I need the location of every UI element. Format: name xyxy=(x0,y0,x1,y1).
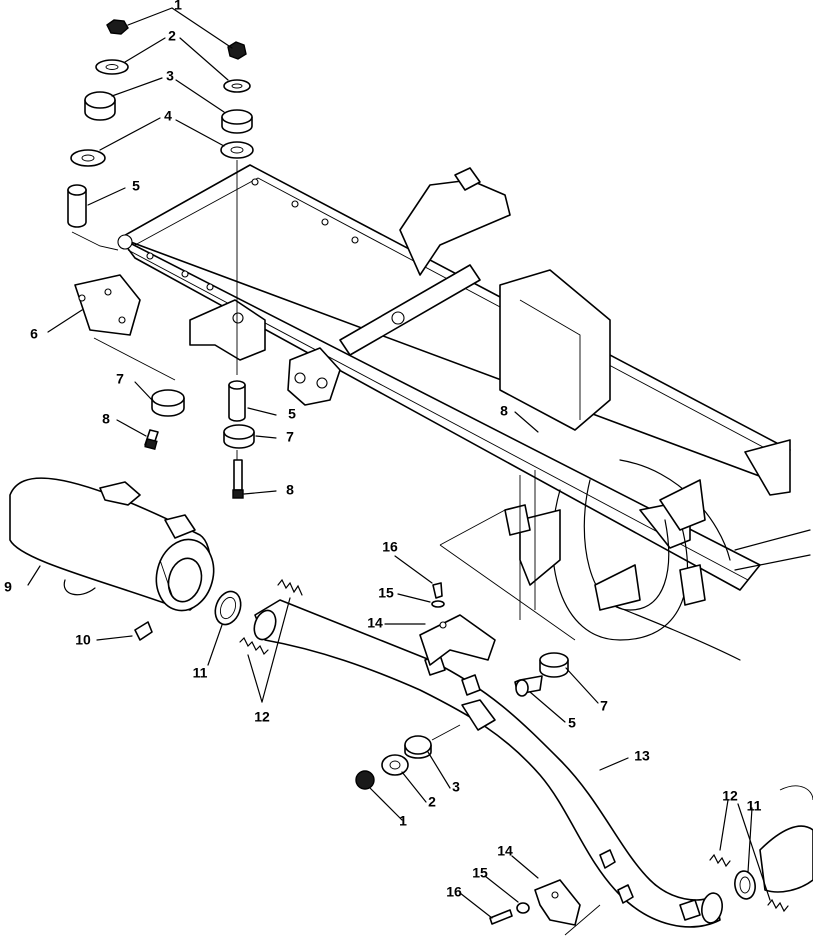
callout-1b: 1 xyxy=(399,813,407,829)
nut-center xyxy=(227,41,247,60)
callout-3b: 3 xyxy=(452,779,460,795)
callout-3a: 3 xyxy=(166,68,174,84)
callout-2b: 2 xyxy=(428,794,436,810)
callout-5a: 5 xyxy=(132,178,140,194)
callout-8b: 8 xyxy=(286,482,294,498)
callout-5c: 5 xyxy=(568,715,576,731)
callout-4a: 4 xyxy=(164,108,172,124)
nut-left xyxy=(106,19,129,35)
callout-11b: 11 xyxy=(747,798,762,814)
callout-16b: 16 xyxy=(446,884,462,900)
muffler xyxy=(9,477,215,641)
callout-8c: 8 xyxy=(500,403,508,419)
callout-12b: 12 xyxy=(722,788,738,804)
callout-8a: 8 xyxy=(102,411,110,427)
callout-14a: 14 xyxy=(367,615,383,631)
callout-6a: 6 xyxy=(30,326,38,342)
lower-hardware xyxy=(355,724,461,790)
head-pipe xyxy=(253,599,723,928)
callout-15b: 15 xyxy=(472,865,488,881)
callout-7b: 7 xyxy=(286,429,294,445)
exhaust-port-right xyxy=(709,785,813,913)
bracket-upper xyxy=(419,582,496,666)
callout-13: 13 xyxy=(634,748,650,764)
callout-7a: 7 xyxy=(116,371,124,387)
washer-left-2 xyxy=(70,149,106,167)
callout-14b: 14 xyxy=(497,843,513,859)
mid-hardware xyxy=(514,652,569,697)
callout-7c: 7 xyxy=(600,698,608,714)
callout-10: 10 xyxy=(75,632,91,648)
callout-12a: 12 xyxy=(254,709,270,725)
callout-1a: 1 xyxy=(174,0,182,13)
gasket-springs-left xyxy=(214,578,303,656)
leader-lines xyxy=(27,7,771,919)
callout-2a: 2 xyxy=(168,28,176,44)
callout-9: 9 xyxy=(4,579,12,595)
callout-11a: 11 xyxy=(193,665,208,681)
callout-5b: 5 xyxy=(288,406,296,422)
hardware-stack-left xyxy=(67,19,185,451)
washer-left xyxy=(95,59,129,75)
vehicle-frame xyxy=(117,164,811,661)
hardware-stack-center xyxy=(220,41,255,499)
callout-15a: 15 xyxy=(378,585,394,601)
bushing-left xyxy=(67,189,87,228)
bracket-lower xyxy=(489,879,601,936)
mount-plate xyxy=(74,274,141,336)
callout-labels: 1 2 3 4 5 6 7 8 5 7 8 8 9 10 11 12 16 15… xyxy=(4,0,762,900)
callout-16a: 16 xyxy=(382,539,398,555)
